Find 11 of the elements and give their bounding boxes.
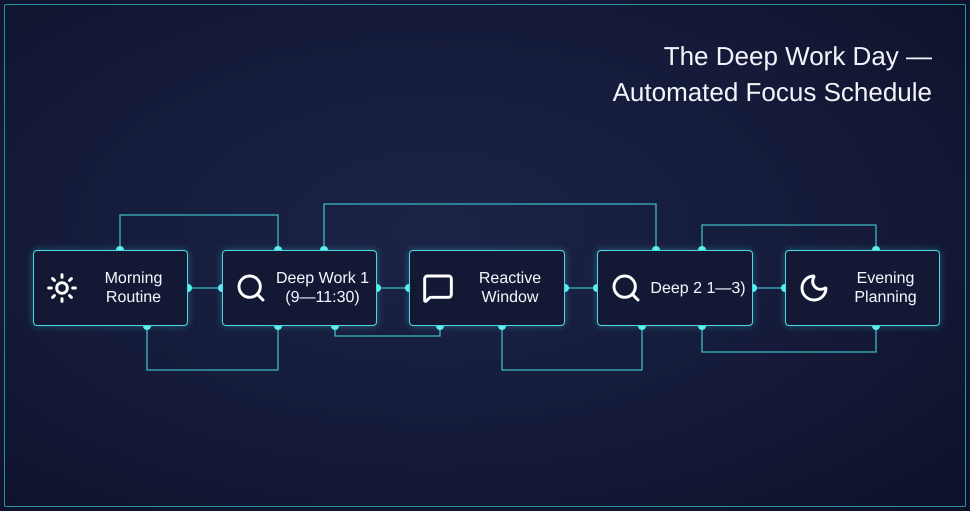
step-label: Morning Routine [104,269,164,307]
step-box [222,250,377,326]
step-box [785,250,940,326]
title: The Deep Work Day — Automated Focus Schedule [612,40,932,109]
step-label: Deep 2 1—3) [650,278,746,298]
step-label: Reactive Window [478,269,542,307]
step-box [597,250,753,326]
step-box [409,250,565,326]
step-box [33,250,188,326]
step-label: Deep Work 1 (9—11:30) [275,269,370,307]
step-label: Evening Planning [853,269,918,307]
